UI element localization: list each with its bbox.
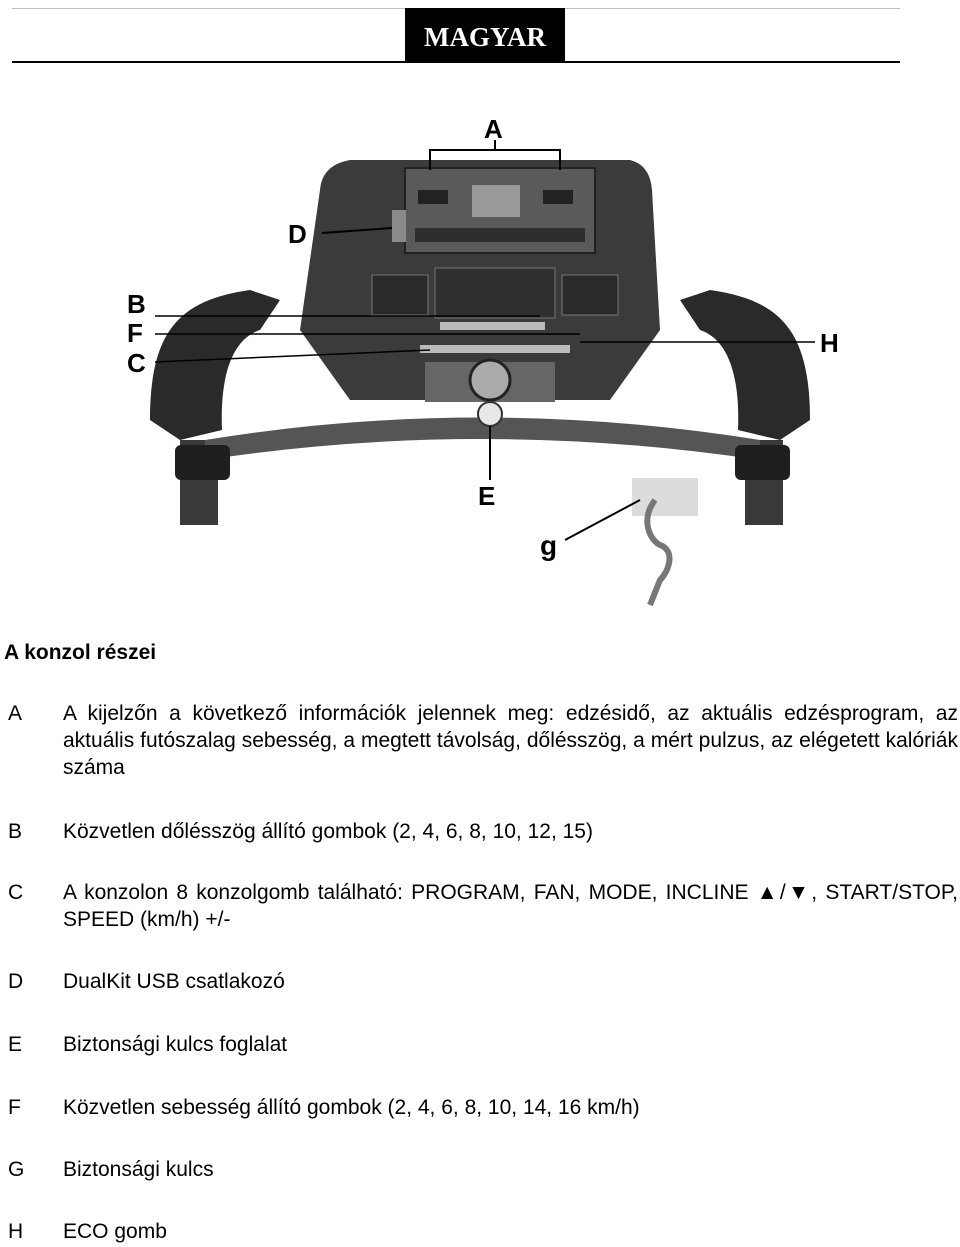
callout-h: H [820,328,839,358]
language-badge [405,8,565,63]
safety-key-slot [477,401,503,427]
left-arm [150,290,280,440]
control-pad [468,358,512,402]
item-text: A konzolon 8 konzolgomb található: PROGR… [63,881,958,931]
item-letter: D [8,970,24,993]
callout-c: C [127,348,146,378]
right-arm [680,290,810,440]
right-grip [735,445,790,480]
usb-port [392,210,406,242]
display-graph [472,185,520,217]
item-letter: E [8,1033,23,1056]
language-label: MAGYAR [423,22,546,52]
right-button-panel [561,274,619,316]
left-button-panel [371,274,429,316]
treadmill-console-illustration: A D B F C H E g [127,114,839,607]
item-letter: G [8,1158,25,1181]
callout-d: D [288,219,307,249]
display-right-readout [543,190,573,204]
callout-e: E [478,481,495,511]
speed-button-strip [420,345,570,353]
safety-key-card [632,478,698,516]
incline-button-strip [440,322,545,330]
item-letter: F [8,1096,21,1119]
callout-d-line [321,227,393,234]
section-title: A konzol részei [4,641,157,664]
item-letter: C [8,881,24,904]
item-letter: H [8,1220,24,1243]
display-bottom-bar [415,228,585,242]
item-text: Biztonsági kulcs [63,1158,214,1181]
center-fan-grille [434,267,556,319]
callout-a: A [484,114,503,144]
item-letter: A [8,702,23,725]
handlebar [205,417,760,460]
callout-g-line [564,499,641,541]
item-text: A kijelzőn a következő információk jelen… [63,702,958,779]
callout-c-line [154,349,431,363]
item-letter: B [8,820,23,843]
callout-g: g [540,530,557,561]
callout-b: B [127,289,146,319]
item-text: ECO gomb [63,1220,167,1243]
safety-key-cord [644,498,673,607]
item-text: DualKit USB csatlakozó [63,970,285,993]
callout-a-bracket [429,140,561,170]
item-text: Biztonsági kulcs foglalat [63,1033,288,1056]
display-left-readout [418,190,448,204]
callout-f: F [127,318,143,348]
item-text: Közvetlen dőlésszög állító gombok (2, 4,… [63,820,593,843]
item-text: Közvetlen sebesség állító gombok (2, 4, … [63,1096,640,1119]
left-grip [175,445,230,480]
